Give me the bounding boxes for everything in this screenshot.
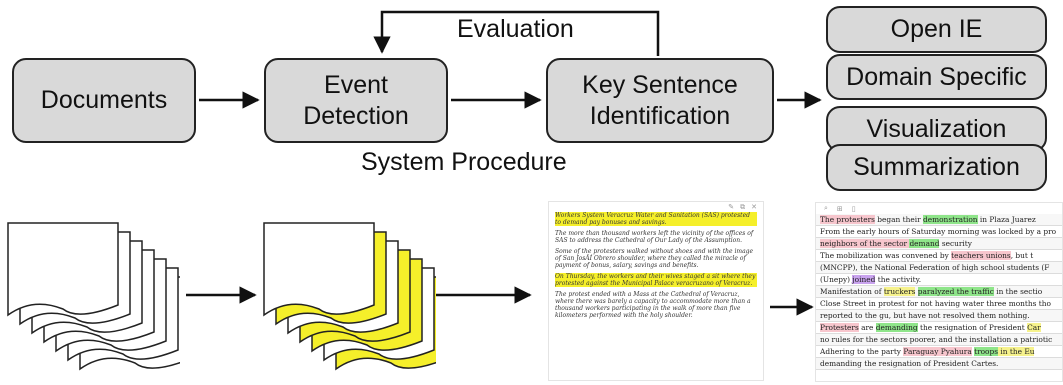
highlighted-phrase: in the Eu — [998, 347, 1035, 356]
document-page-icon — [263, 222, 375, 317]
document-paragraph: Some of the protesters walked without sh… — [555, 248, 754, 269]
annotated-row: no rules for the sectors poorer, and the… — [816, 334, 1062, 346]
plain-phrase: reported to the gu, but have not resolve… — [820, 311, 1030, 320]
highlighted-phrase: teachers unions — [951, 251, 1011, 260]
plain-phrase: began their — [874, 215, 923, 224]
key-sentence-box: Key Sentence Identification — [546, 58, 774, 143]
plain-phrase: Manifestation of — [820, 287, 884, 296]
key-sentence-label: Key Sentence Identification — [582, 70, 738, 130]
pane-toolbar: ✎ ⧉ ✕ — [549, 202, 763, 212]
plain-phrase: no rules for the sectors poorer, and the… — [820, 335, 1053, 344]
annotated-row: neighbors of the sector demand security — [816, 238, 1062, 250]
annotated-row: Close Street in protest for not having w… — [816, 298, 1062, 310]
highlighted-phrase: joined — [852, 275, 876, 284]
documents-box: Documents — [12, 58, 196, 143]
zoom-icon[interactable]: ⊞ — [836, 204, 843, 213]
summarization-box: Summarization — [826, 144, 1047, 191]
highlighted-phrase: Paraguay Pyahura — [903, 347, 972, 356]
search-icon[interactable]: ⌕ — [824, 204, 828, 212]
annotated-row: (MNCPP), the National Federation of high… — [816, 262, 1062, 274]
highlighted-phrase: Car — [1027, 323, 1041, 332]
highlighted-phrase: paralyzed the traffic — [917, 287, 994, 296]
page-icon[interactable]: ▯ — [851, 204, 856, 213]
close-icon[interactable]: ✕ — [751, 203, 757, 211]
highlighted-phrase: neighbors of the sector — [820, 239, 910, 248]
highlighted-phrase: The protesters — [820, 215, 875, 224]
highlighted-phrase: demand — [909, 239, 940, 248]
plain-phrase: security — [939, 239, 972, 248]
plain-phrase: , but t — [1010, 251, 1034, 260]
annotated-row: demanding the resignation of President C… — [816, 358, 1062, 370]
annotated-row: The protesters began their demonstration… — [816, 214, 1062, 226]
visualization-label: Visualization — [866, 114, 1007, 143]
summarization-label: Summarization — [853, 153, 1020, 181]
annotated-view-pane: ⌕ ⊞ ▯ The protesters began their demonst… — [815, 202, 1063, 382]
event-detection-label: Event Detection — [303, 70, 409, 130]
domain-specific-box: Domain Specific — [826, 54, 1047, 100]
event-detection-box: Event Detection — [264, 58, 448, 143]
plain-phrase: From the early hours of Saturday morning… — [820, 227, 1057, 236]
evaluation-feedback-arrow — [373, 10, 660, 56]
annotated-row: reported to the gu, but have not resolve… — [816, 310, 1062, 322]
diagram-caption: System Procedure — [361, 148, 567, 176]
highlighted-document-stack-icon — [263, 222, 436, 371]
document-paragraph: On Thursday, the workers and their wives… — [555, 273, 757, 287]
copy-icon[interactable]: ⧉ — [740, 202, 746, 211]
annotated-row: The mobilization was convened by teacher… — [816, 250, 1062, 262]
annotated-row: Adhering to the party Paraguay Pyahura t… — [816, 346, 1062, 358]
edit-icon[interactable]: ✎ — [728, 203, 735, 211]
document-stack-icon — [7, 222, 180, 371]
plain-phrase: in the sectio — [993, 287, 1043, 296]
annotated-toolbar: ⌕ ⊞ ▯ — [816, 203, 1062, 214]
document-view-pane: ✎ ⧉ ✕ Workers System Veracruz Water and … — [548, 201, 764, 381]
domain-specific-label: Domain Specific — [846, 62, 1027, 91]
plain-phrase: the activity. — [875, 275, 922, 284]
document-page-icon — [7, 222, 119, 317]
highlighted-phrase: demanding — [875, 323, 918, 332]
plain-phrase: (MNCPP), the National Federation of high… — [820, 263, 1050, 272]
document-paragraph: The protest ended with a Mass at the Cat… — [555, 291, 751, 319]
annotated-row: Protesters are demanding the resignation… — [816, 322, 1062, 334]
evaluation-label: Evaluation — [457, 15, 574, 43]
plain-phrase: (Unepy) — [820, 275, 853, 284]
highlighted-phrase: truckers — [883, 287, 916, 296]
document-paragraph: Workers System Veracruz Water and Sanita… — [555, 212, 757, 226]
plain-phrase: demanding the resignation of President C… — [820, 359, 999, 368]
plain-phrase: The mobilization was convened by — [820, 251, 952, 260]
highlighted-phrase: Protesters — [820, 323, 859, 332]
documents-label: Documents — [40, 86, 168, 114]
annotated-row: Manifestation of truckers paralyzed the … — [816, 286, 1062, 298]
highlighted-phrase: demonstration — [923, 215, 978, 224]
plain-phrase: Adhering to the party — [820, 347, 904, 356]
plain-phrase: are — [858, 323, 876, 332]
open-ie-box: Open IE — [826, 6, 1047, 53]
annotated-row: From the early hours of Saturday morning… — [816, 226, 1062, 238]
highlighted-phrase: troops — [974, 347, 999, 356]
plain-phrase: in Plaza Juarez — [977, 215, 1036, 224]
document-paragraph: The more than thousand workers left the … — [555, 230, 754, 244]
open-ie-label: Open IE — [890, 15, 983, 43]
annotated-row: (Unepy) joined the activity. — [816, 274, 1062, 286]
plain-phrase: the resignation of President — [917, 323, 1028, 332]
plain-phrase: Close Street in protest for not having w… — [820, 299, 1051, 308]
